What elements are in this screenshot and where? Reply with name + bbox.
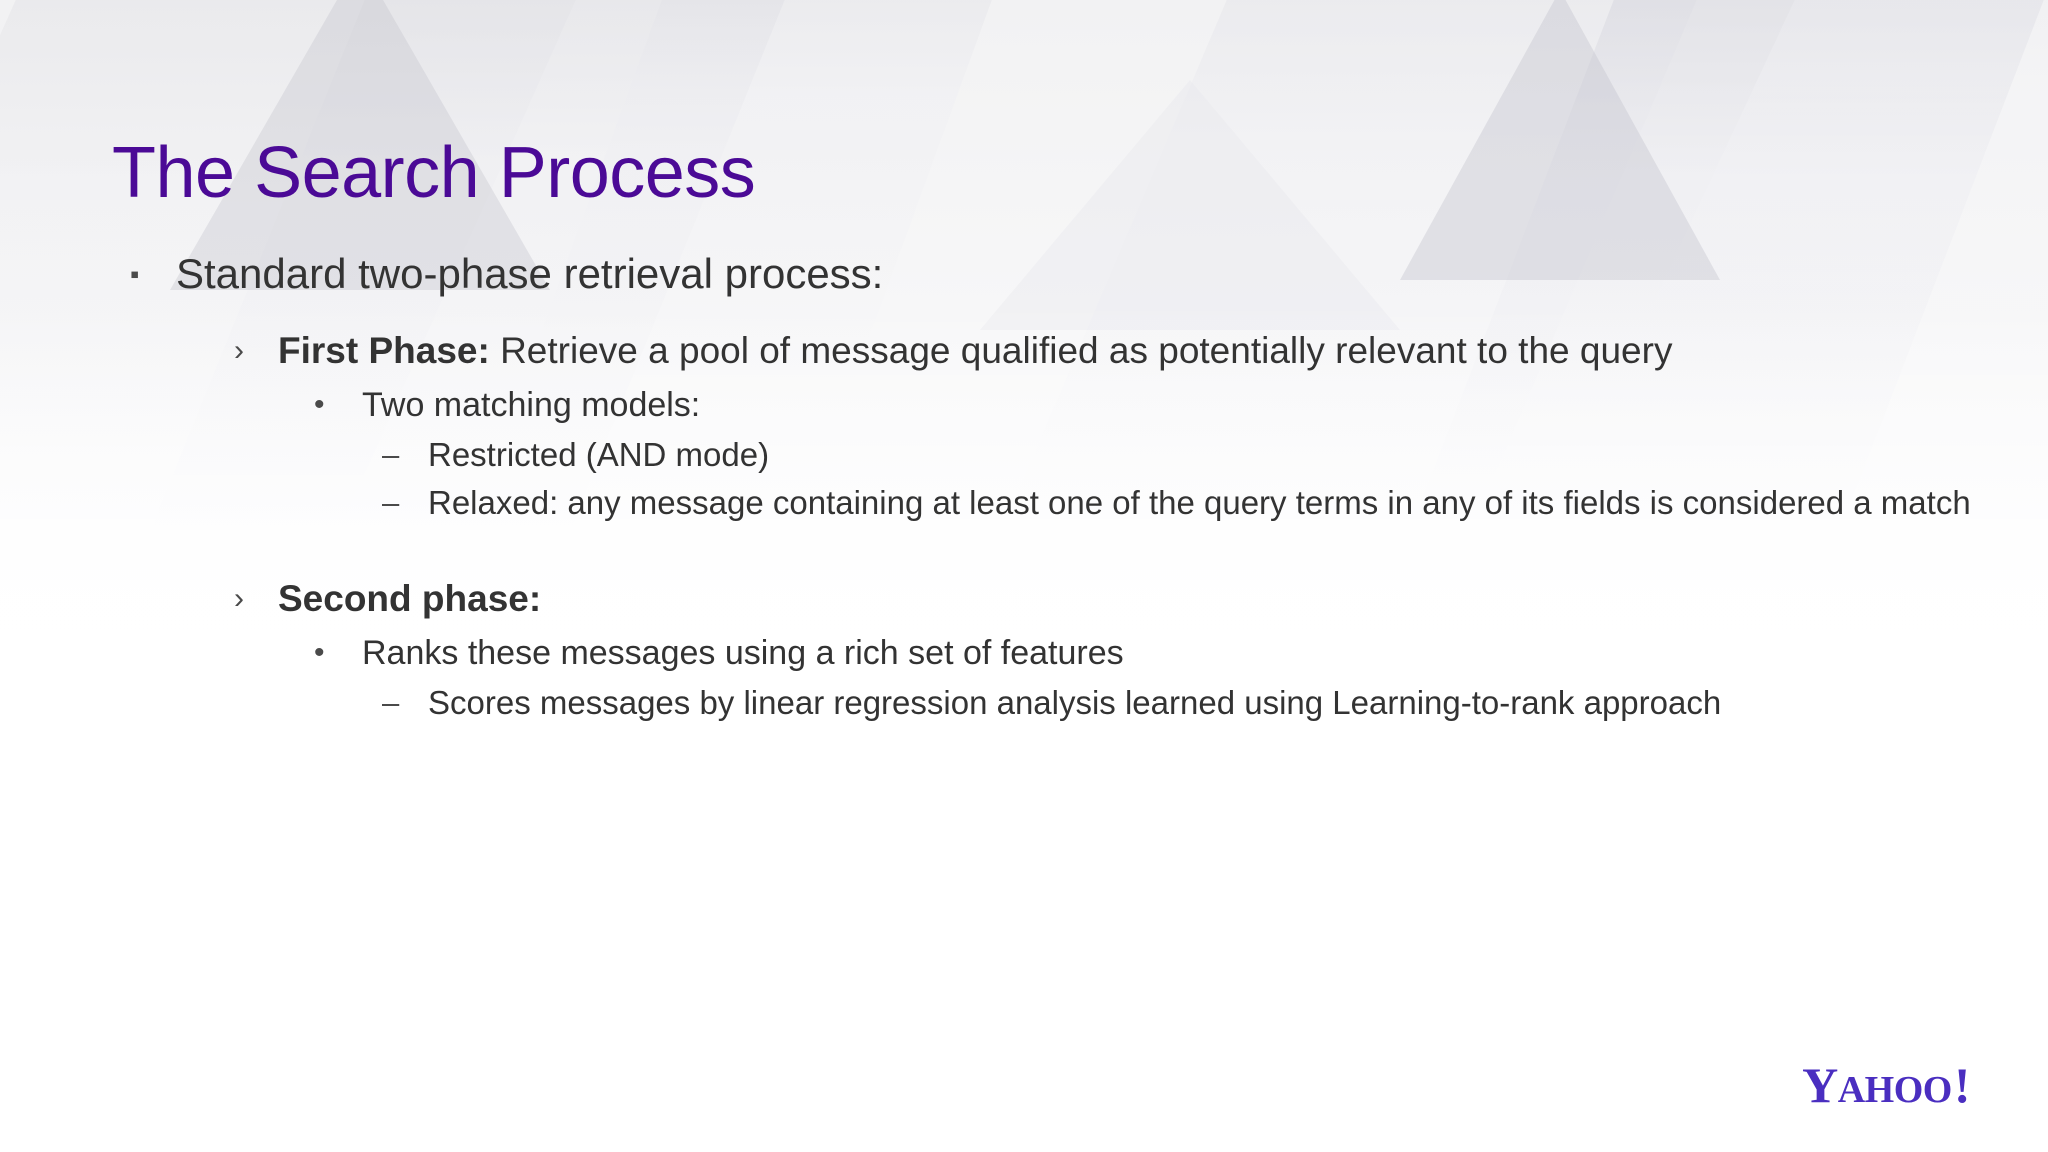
dot-bullet-icon: • xyxy=(314,388,325,421)
dot-bullet-icon: • xyxy=(314,636,325,669)
bullet-level4-text: Scores messages by linear regression ana… xyxy=(428,684,1722,721)
yahoo-logo-letter-y: Y xyxy=(1802,1057,1838,1113)
yahoo-logo-letter-o1: O xyxy=(1893,1069,1924,1111)
chevron-right-icon: › xyxy=(234,334,244,367)
bullet-level3-text: Two matching models: xyxy=(362,386,701,424)
square-bullet-icon: ▪ xyxy=(130,259,140,289)
bullet-level4-text: Relaxed: any message containing at least… xyxy=(428,484,1971,521)
bullet-level2-second-phase-text: Second phase: xyxy=(278,574,1978,624)
bullet-level2-first-phase-text: First Phase: Retrieve a pool of message … xyxy=(278,326,1978,376)
first-phase-body: Retrieve a pool of message qualified as … xyxy=(489,330,1673,371)
bullet-level3-ranks-messages: • Ranks these messages using a rich set … xyxy=(130,630,1978,676)
bullet-level3-two-matching-models: • Two matching models: xyxy=(130,382,1978,428)
bullet-level2-first-phase: › First Phase: Retrieve a pool of messag… xyxy=(130,326,1978,376)
bullet-level4-relaxed: – Relaxed: any message containing at lea… xyxy=(130,480,1978,526)
bullet-level3-text: Ranks these messages using a rich set of… xyxy=(362,634,1124,672)
dash-bullet-icon: – xyxy=(382,485,400,520)
dash-bullet-icon: – xyxy=(382,685,400,720)
yahoo-logo-letter-o2: O xyxy=(1922,1069,1953,1111)
slide-title: The Search Process xyxy=(112,133,756,214)
bullet-level2-second-phase: › Second phase: xyxy=(130,574,1978,624)
bullet-level4-restricted: – Restricted (AND mode) xyxy=(130,432,1978,478)
chevron-right-icon: › xyxy=(234,582,244,615)
bullet-level1-text: Standard two-phase retrieval process: xyxy=(176,250,884,297)
bullet-level1-intro: ▪ Standard two-phase retrieval process: xyxy=(130,248,1978,300)
dash-bullet-icon: – xyxy=(382,437,400,472)
first-phase-label: First Phase: xyxy=(278,330,490,371)
section-spacer xyxy=(130,528,1978,574)
yahoo-logo-exclamation: ! xyxy=(1953,1057,1971,1113)
yahoo-logo-letter-h: H xyxy=(1864,1069,1895,1111)
slide-body: ▪ Standard two-phase retrieval process: … xyxy=(130,248,1978,728)
bullet-level4-text: Restricted (AND mode) xyxy=(428,436,770,473)
bullet-level4-scores-messages: – Scores messages by linear regression a… xyxy=(130,680,1978,726)
yahoo-logo-letter-a: A xyxy=(1837,1069,1865,1111)
second-phase-label: Second phase: xyxy=(278,578,542,619)
